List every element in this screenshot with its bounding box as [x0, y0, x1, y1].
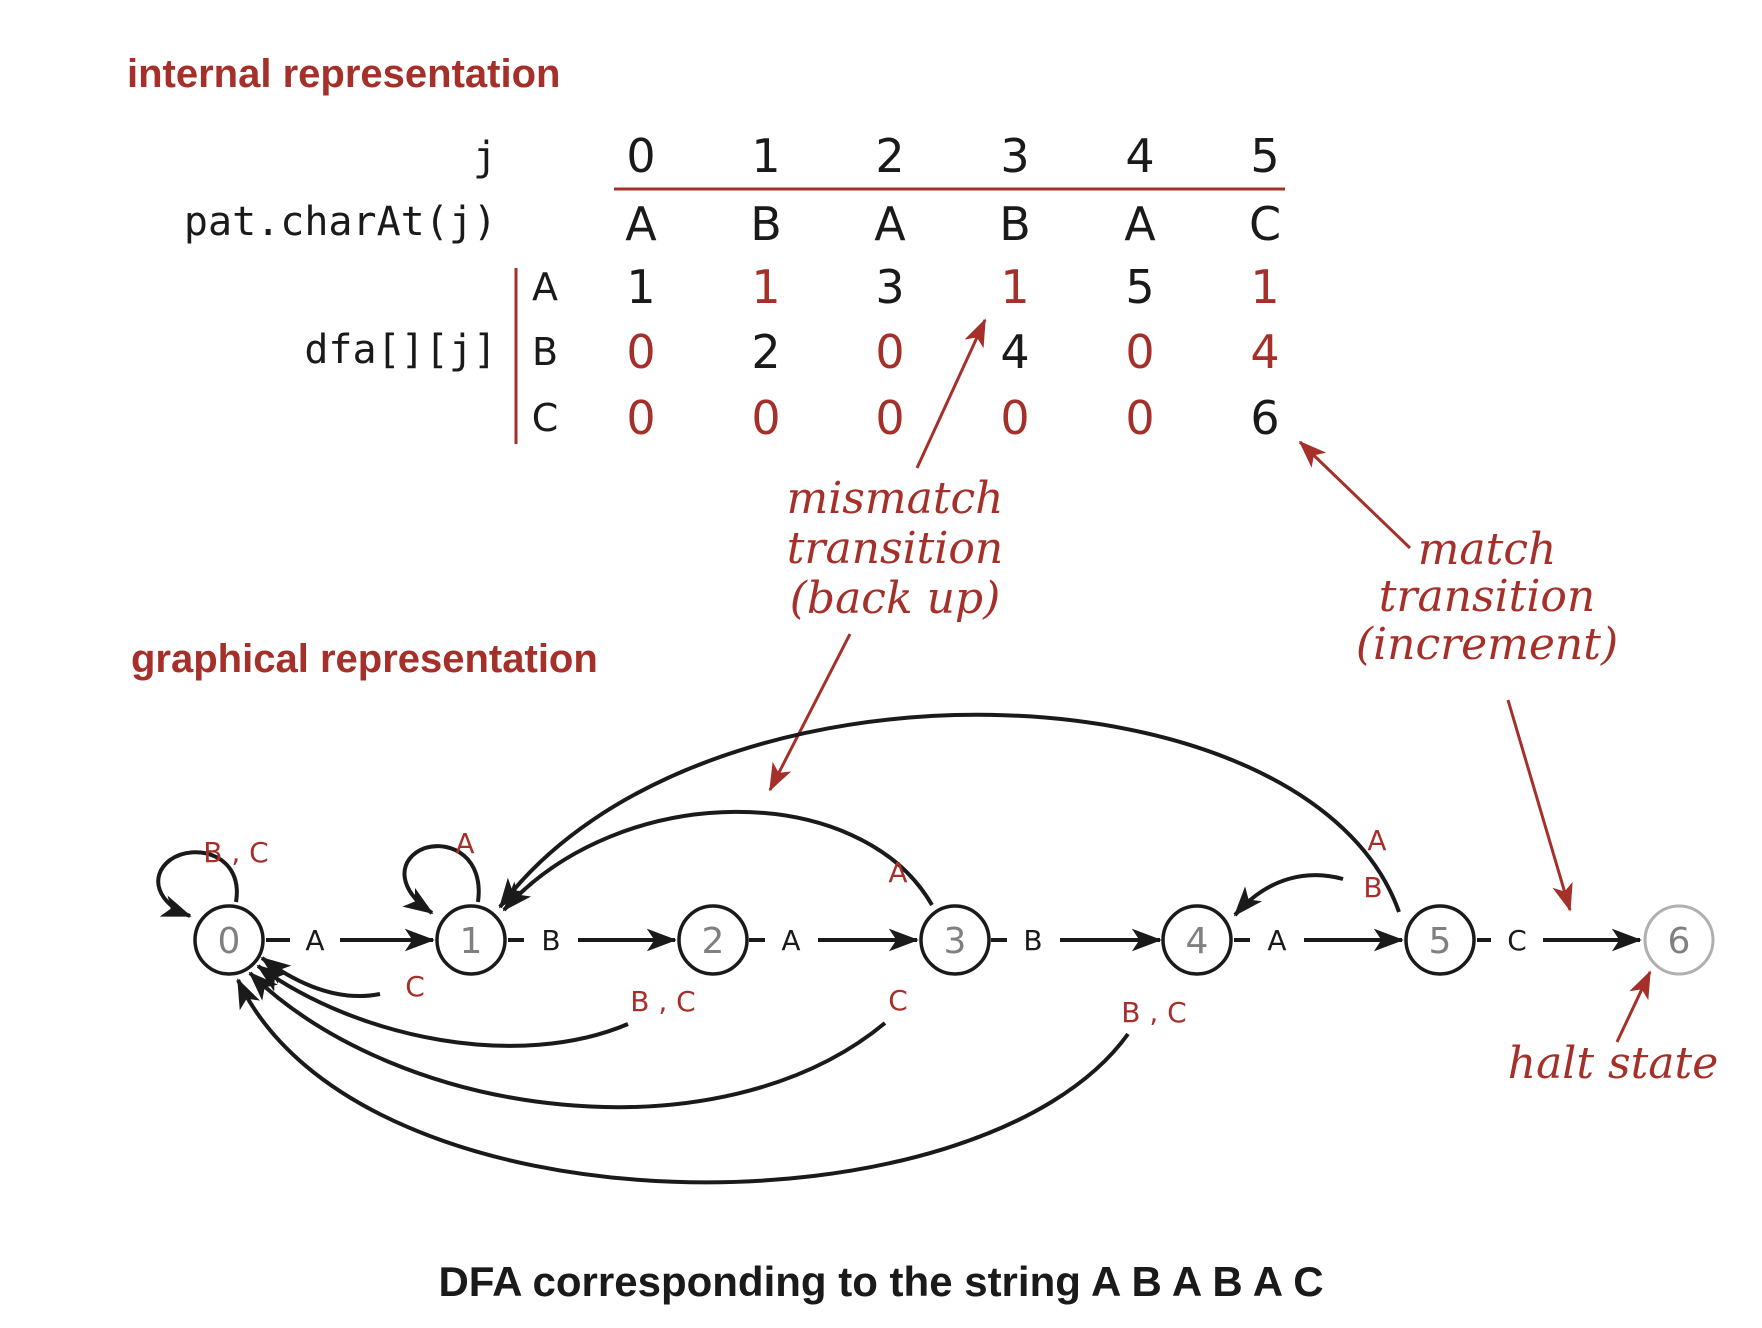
state-6-label: 6	[1668, 921, 1691, 962]
state-0-label: 0	[218, 921, 241, 962]
dfa-label: dfa[][j]	[304, 327, 497, 373]
state-5-circle	[1404, 904, 1476, 976]
label-5-6: C	[1507, 924, 1527, 957]
halt-annotation: halt state	[1508, 970, 1719, 1089]
dfa-cell-B-2: 0	[875, 325, 904, 379]
pattern-char-0: A	[625, 197, 657, 251]
pattern-char-4: A	[1124, 197, 1156, 251]
label-0-self: B , C	[203, 836, 268, 869]
label-2-0: B , C	[630, 985, 695, 1018]
dfa-cell-C-5: 6	[1250, 391, 1279, 445]
pattern-char-1: B	[750, 197, 782, 251]
row-label-B: B	[532, 330, 558, 374]
state-1-label: 1	[460, 921, 483, 962]
graphical-representation-heading: graphical representation	[131, 637, 598, 681]
mismatch-arrow-up	[915, 318, 987, 469]
halt-state-label: halt state	[1508, 1038, 1719, 1089]
state-3-circle	[919, 904, 991, 976]
label-1-0: C	[405, 970, 425, 1003]
edge-2-0	[256, 964, 629, 1048]
dfa-cell-C-2: 0	[875, 391, 904, 445]
label-2-3: A	[781, 924, 800, 957]
figure-caption: DFA corresponding to the string A B A B …	[438, 1258, 1323, 1305]
dfa-cell-B-4: 0	[1125, 325, 1154, 379]
state-4-circle	[1161, 904, 1233, 976]
dfa-cell-B-0: 0	[626, 325, 655, 379]
column-header-1: 1	[751, 129, 780, 183]
match-annotation: match transition (increment)	[1298, 440, 1618, 912]
dfa-cell-B-3: 4	[1000, 325, 1029, 379]
internal-representation-heading: internal representation	[127, 52, 560, 96]
dfa-edges	[156, 712, 1642, 1185]
state-nodes: 0 1 2 3 4 5 6	[193, 904, 1715, 976]
pattern-char-5: C	[1249, 197, 1281, 251]
pattern-char-2: A	[874, 197, 906, 251]
state-6-circle	[1643, 904, 1715, 976]
pattern-char-3: B	[999, 197, 1031, 251]
edge-3-0	[248, 971, 887, 1110]
dfa-cell-A-3: 1	[1000, 260, 1029, 314]
column-header-2: 2	[875, 129, 904, 183]
state-1-circle	[435, 904, 507, 976]
char-label: pat.charAt(j)	[184, 199, 497, 245]
label-5-1: A	[1367, 824, 1386, 857]
j-label: j	[473, 134, 497, 180]
label-3-1: A	[888, 856, 907, 889]
dfa-cell-A-1: 1	[751, 260, 780, 314]
halt-arrow	[1615, 970, 1652, 1043]
mismatch-line-2: transition	[787, 523, 1004, 574]
label-1-self: A	[455, 827, 474, 860]
label-4-5: A	[1267, 924, 1286, 957]
dfa-cell-B-5: 4	[1250, 325, 1279, 379]
row-label-A: A	[532, 265, 558, 309]
label-1-2: B	[541, 924, 560, 957]
column-header-0: 0	[626, 129, 655, 183]
label-0-1: A	[305, 924, 324, 957]
mismatch-annotation: mismatch transition (back up)	[768, 318, 1004, 792]
mismatch-line-3: (back up)	[790, 573, 1001, 624]
state-5-label: 5	[1429, 921, 1452, 962]
state-2-label: 2	[702, 921, 725, 962]
label-3-0: C	[888, 984, 908, 1017]
row-label-C: C	[532, 396, 559, 440]
dfa-cell-A-5: 1	[1250, 260, 1279, 314]
state-3-label: 3	[944, 921, 967, 962]
dfa-cell-B-1: 2	[751, 325, 780, 379]
label-5-4: B	[1363, 871, 1382, 904]
edge-0-self	[156, 850, 239, 918]
match-arrow-up	[1298, 440, 1412, 550]
column-header-3: 3	[1000, 129, 1029, 183]
label-4-0: B , C	[1121, 996, 1186, 1029]
edge-5-4	[1233, 873, 1344, 917]
mismatch-arrow-down	[768, 633, 852, 792]
state-0-circle	[193, 904, 265, 976]
match-line-1: match	[1418, 524, 1557, 575]
edge-5-1	[498, 712, 1401, 913]
column-header-5: 5	[1250, 129, 1279, 183]
state-4-label: 4	[1186, 921, 1209, 962]
dfa-cell-C-1: 0	[751, 391, 780, 445]
edge-3-1	[502, 809, 934, 912]
label-3-4: B	[1023, 924, 1042, 957]
match-line-3: (increment)	[1356, 619, 1618, 670]
match-arrow-down	[1506, 699, 1573, 912]
dfa-cell-C-3: 0	[1000, 391, 1029, 445]
dfa-cell-C-0: 0	[626, 391, 655, 445]
match-line-2: transition	[1379, 571, 1596, 622]
dfa-cell-A-0: 1	[626, 260, 655, 314]
edge-labels: A B A B A C B , C A C B , C A C B , C B …	[203, 824, 1527, 1029]
edge-1-0	[260, 956, 381, 999]
dfa-cell-A-4: 5	[1125, 260, 1154, 314]
column-header-4: 4	[1125, 129, 1154, 183]
state-2-circle	[677, 904, 749, 976]
edge-1-self	[402, 844, 481, 915]
dfa-cell-A-2: 3	[875, 260, 904, 314]
edge-4-0	[236, 978, 1130, 1185]
mismatch-line-1: mismatch	[787, 473, 1004, 524]
dfa-cell-C-4: 0	[1125, 391, 1154, 445]
